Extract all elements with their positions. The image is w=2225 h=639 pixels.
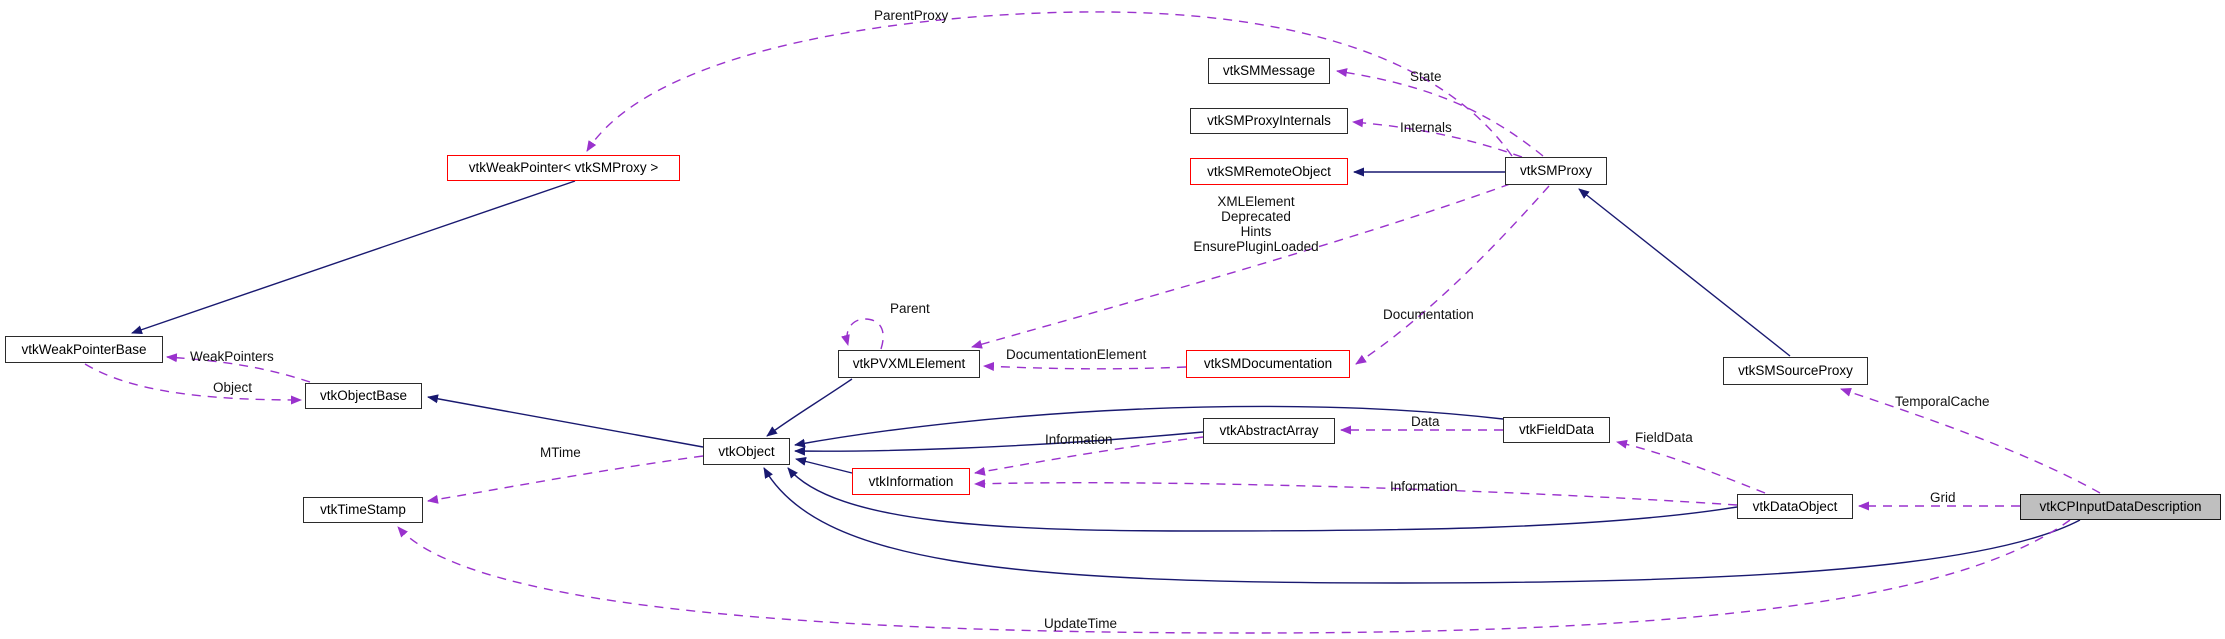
node-vtkobjectbase[interactable]: vtkObjectBase <box>305 383 422 409</box>
node-vtkcpinputdatadescription-focus: vtkCPInputDataDescription <box>2020 494 2221 520</box>
edge-label-weakpointers: WeakPointers <box>190 349 274 364</box>
edge-information-to-object <box>795 457 853 474</box>
edge-cpinputdatadescription-to-object <box>763 467 2081 584</box>
node-vtksmdocumentation[interactable]: vtkSMDocumentation <box>1186 350 1350 378</box>
node-vtksmremoteobject[interactable]: vtkSMRemoteObject <box>1190 158 1348 185</box>
edge-internals <box>1352 118 1523 158</box>
edge-label-xmlelement-group: XMLElement Deprecated Hints EnsurePlugin… <box>1193 194 1319 254</box>
edge-label-information-lower: Information <box>1390 479 1458 494</box>
edge-label-data: Data <box>1411 414 1440 429</box>
edge-object-to-objectbase <box>427 394 704 448</box>
edge-object-usage <box>84 363 302 405</box>
edge-fielddata-to-object <box>794 405 1504 448</box>
edge-label-state: State <box>1410 69 1442 84</box>
edge-updatetime <box>397 519 2071 634</box>
edge-documentation <box>1355 185 1550 365</box>
edge-label-mtime: MTime <box>540 445 581 460</box>
edge-label-information-upper: Information <box>1045 432 1113 447</box>
edge-smsourceproxy-to-smproxy <box>1578 188 1791 357</box>
edge-label-grid: Grid <box>1930 490 1956 505</box>
edge-weakpointers <box>166 353 311 383</box>
edge-parentproxy <box>586 11 1513 157</box>
edge-weakpointer-to-weakpointerbase <box>131 180 576 335</box>
edge-pvxmlelement-to-object <box>766 378 853 437</box>
node-vtkdataobject[interactable]: vtkDataObject <box>1737 494 1853 519</box>
edge-documentationelement <box>983 361 1187 371</box>
edge-dataobject-to-object <box>787 467 1738 532</box>
node-vtksmmessage[interactable]: vtkSMMessage <box>1208 58 1330 84</box>
node-vtkweakpointerbase[interactable]: vtkWeakPointerBase <box>5 336 163 363</box>
edge-label-fielddata: FieldData <box>1635 430 1693 445</box>
node-vtkinformation[interactable]: vtkInformation <box>852 468 970 495</box>
node-vtkabstractarray[interactable]: vtkAbstractArray <box>1203 418 1335 444</box>
edge-temporalcache <box>1840 387 2101 494</box>
edge-label-documentationelement: DocumentationElement <box>1006 347 1147 362</box>
edge-xmlelement <box>971 183 1511 349</box>
node-vtkpvxmlelement[interactable]: vtkPVXMLElement <box>838 350 980 378</box>
edge-label-updatetime: UpdateTime <box>1044 616 1118 631</box>
node-vtksmsourceproxy[interactable]: vtkSMSourceProxy <box>1723 357 1868 385</box>
node-vtkweakpointer-vtksmproxy[interactable]: vtkWeakPointer< vtkSMProxy > <box>447 155 680 181</box>
edge-label-parentproxy: ParentProxy <box>874 8 949 23</box>
edge-parent-self-loop <box>841 318 884 350</box>
node-vtkobject[interactable]: vtkObject <box>703 438 790 465</box>
node-vtkfielddata[interactable]: vtkFieldData <box>1503 417 1610 443</box>
edge-fielddata-usage <box>1616 439 1766 494</box>
edge-label-internals: Internals <box>1400 120 1452 135</box>
node-vtksmproxy[interactable]: vtkSMProxy <box>1505 157 1607 185</box>
node-vtktimestamp[interactable]: vtkTimeStamp <box>303 497 423 523</box>
edge-abstractarray-to-object <box>794 431 1204 456</box>
edge-label-temporalcache: TemporalCache <box>1895 394 1990 409</box>
edge-label-object: Object <box>213 380 253 395</box>
edge-label-documentation: Documentation <box>1383 307 1474 322</box>
edge-mtime <box>427 455 704 504</box>
edge-state <box>1336 68 1544 157</box>
edge-label-parent: Parent <box>890 301 930 316</box>
node-vtksmproxyinternals[interactable]: vtkSMProxyInternals <box>1190 108 1348 134</box>
edge-information-from-dataobject <box>974 479 1738 506</box>
edge-information-from-abstractarray <box>974 436 1204 476</box>
